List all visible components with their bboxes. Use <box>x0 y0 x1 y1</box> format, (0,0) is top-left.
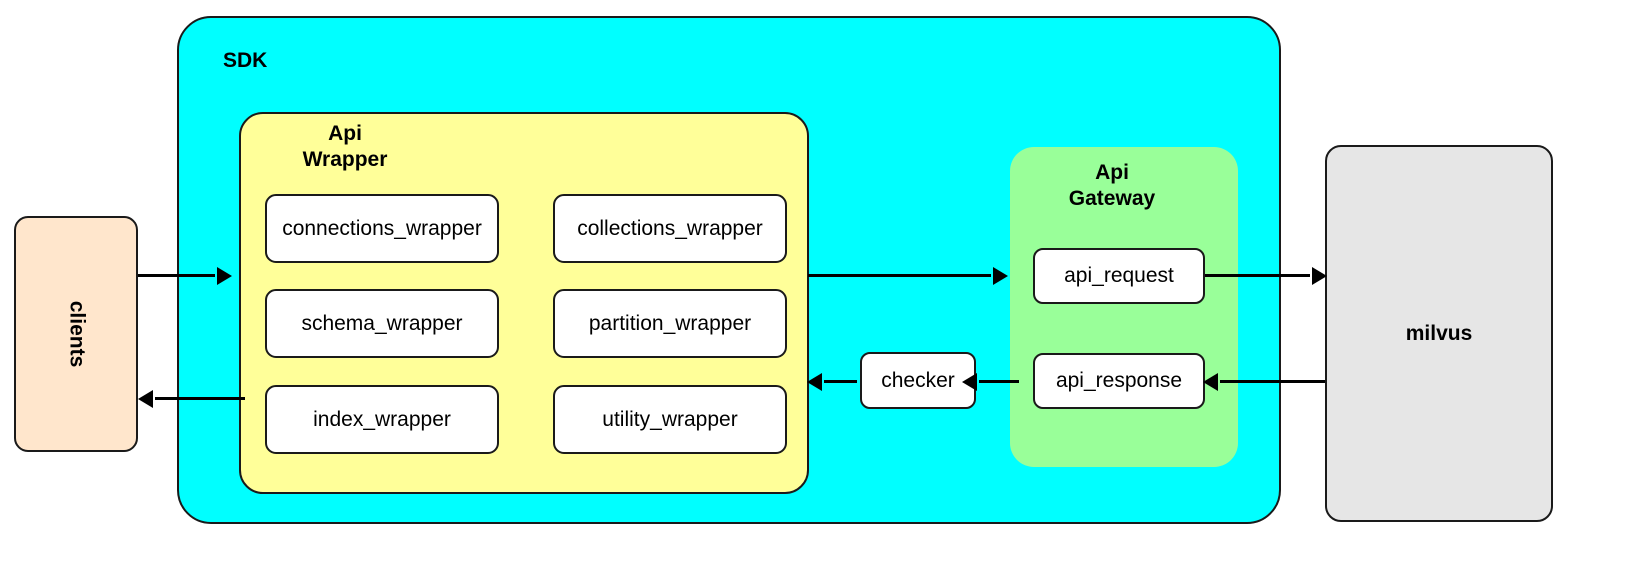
sdk-label: SDK <box>223 49 268 72</box>
arrow-milvus-to-api-response <box>1220 380 1325 383</box>
arrow-api-request-to-milvus <box>1205 274 1310 277</box>
arrow-api-wrapper-to-clients <box>155 397 245 400</box>
node-schema-wrapper[interactable]: schema_wrapper <box>265 289 499 358</box>
arrow-api-wrapper-to-api-request <box>808 274 991 277</box>
api-wrapper-label-line1: Api <box>328 122 362 145</box>
api-wrapper-label-line2: Wrapper <box>302 147 388 171</box>
api-gateway-container[interactable]: Api Gateway <box>1010 147 1238 467</box>
api-wrapper-label: Api Wrapper <box>255 121 435 172</box>
node-collections-wrapper[interactable]: collections_wrapper <box>553 194 787 263</box>
node-api-response[interactable]: api_response <box>1033 353 1205 409</box>
arrow-checker-to-api-wrapper <box>824 380 857 383</box>
clients-node[interactable]: clients <box>14 216 138 452</box>
node-api-request[interactable]: api_request <box>1033 248 1205 304</box>
clients-label: clients <box>65 300 88 368</box>
node-connections-wrapper[interactable]: connections_wrapper <box>265 194 499 263</box>
api-gateway-label-line1: Api <box>1095 161 1129 184</box>
arrow-clients-to-api-wrapper <box>138 274 215 277</box>
api-gateway-label-line2: Gateway <box>1068 186 1156 210</box>
node-utility-wrapper[interactable]: utility_wrapper <box>553 385 787 454</box>
api-gateway-label: Api Gateway <box>1024 160 1200 211</box>
node-index-wrapper[interactable]: index_wrapper <box>265 385 499 454</box>
milvus-node[interactable]: milvus <box>1325 145 1553 522</box>
arrow-api-response-to-checker <box>979 380 1019 383</box>
node-checker[interactable]: checker <box>860 352 976 409</box>
node-partition-wrapper[interactable]: partition_wrapper <box>553 289 787 358</box>
